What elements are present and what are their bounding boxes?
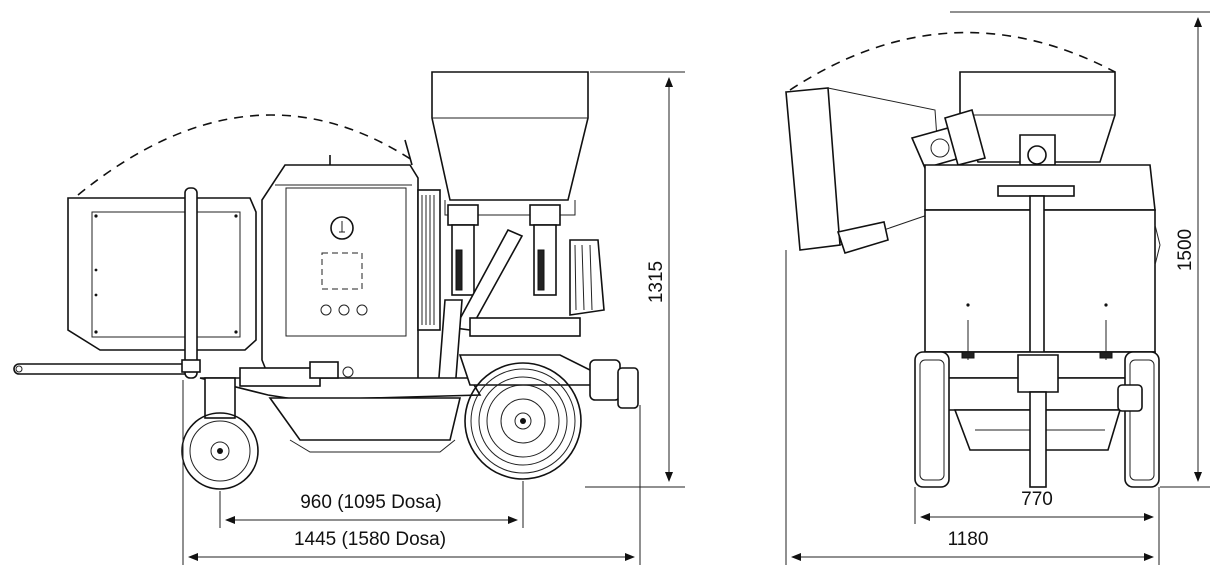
side-hopper [431,71,589,216]
front-view: 1500 770 1180 [785,11,1210,565]
side-height-label: 1315 [646,261,667,303]
front-height-dimension: 1500 [950,11,1210,488]
side-view: 1315 960 (1095 Dosa) 1445 (1580 Dosa) [13,71,685,565]
side-length-label: 1445 (1580 Dosa) [294,529,446,550]
front-track-dimension: 770 [914,487,1160,524]
side-towbar [13,363,195,375]
front-track-label: 770 [1021,489,1053,510]
front-left-wheel [914,351,950,488]
front-main-body [924,164,1161,379]
front-height-label: 1500 [1175,229,1196,271]
front-width-dimension: 1180 [785,250,1160,565]
side-chassis [199,354,639,453]
side-wheelbase-dimension: 960 (1095 Dosa) [219,481,524,528]
side-hose-reel [417,189,441,331]
side-open-hood [67,197,257,351]
side-length-dimension: 1445 (1580 Dosa) [182,380,641,565]
side-handle [181,187,201,379]
side-main-wheel [464,362,582,480]
front-lower-frame [939,354,1142,488]
side-dosing-units [437,204,605,391]
side-main-housing [261,139,419,381]
side-height-dimension: 1315 [585,71,685,488]
front-right-wheel [1117,351,1160,488]
front-hood-swing-arc [789,31,1116,91]
side-hood-swing-arc [77,114,413,196]
front-width-label: 1180 [948,529,989,550]
side-wheelbase-label: 960 (1095 Dosa) [300,492,442,513]
front-open-hood [785,87,986,254]
side-caster-wheel [181,377,259,490]
